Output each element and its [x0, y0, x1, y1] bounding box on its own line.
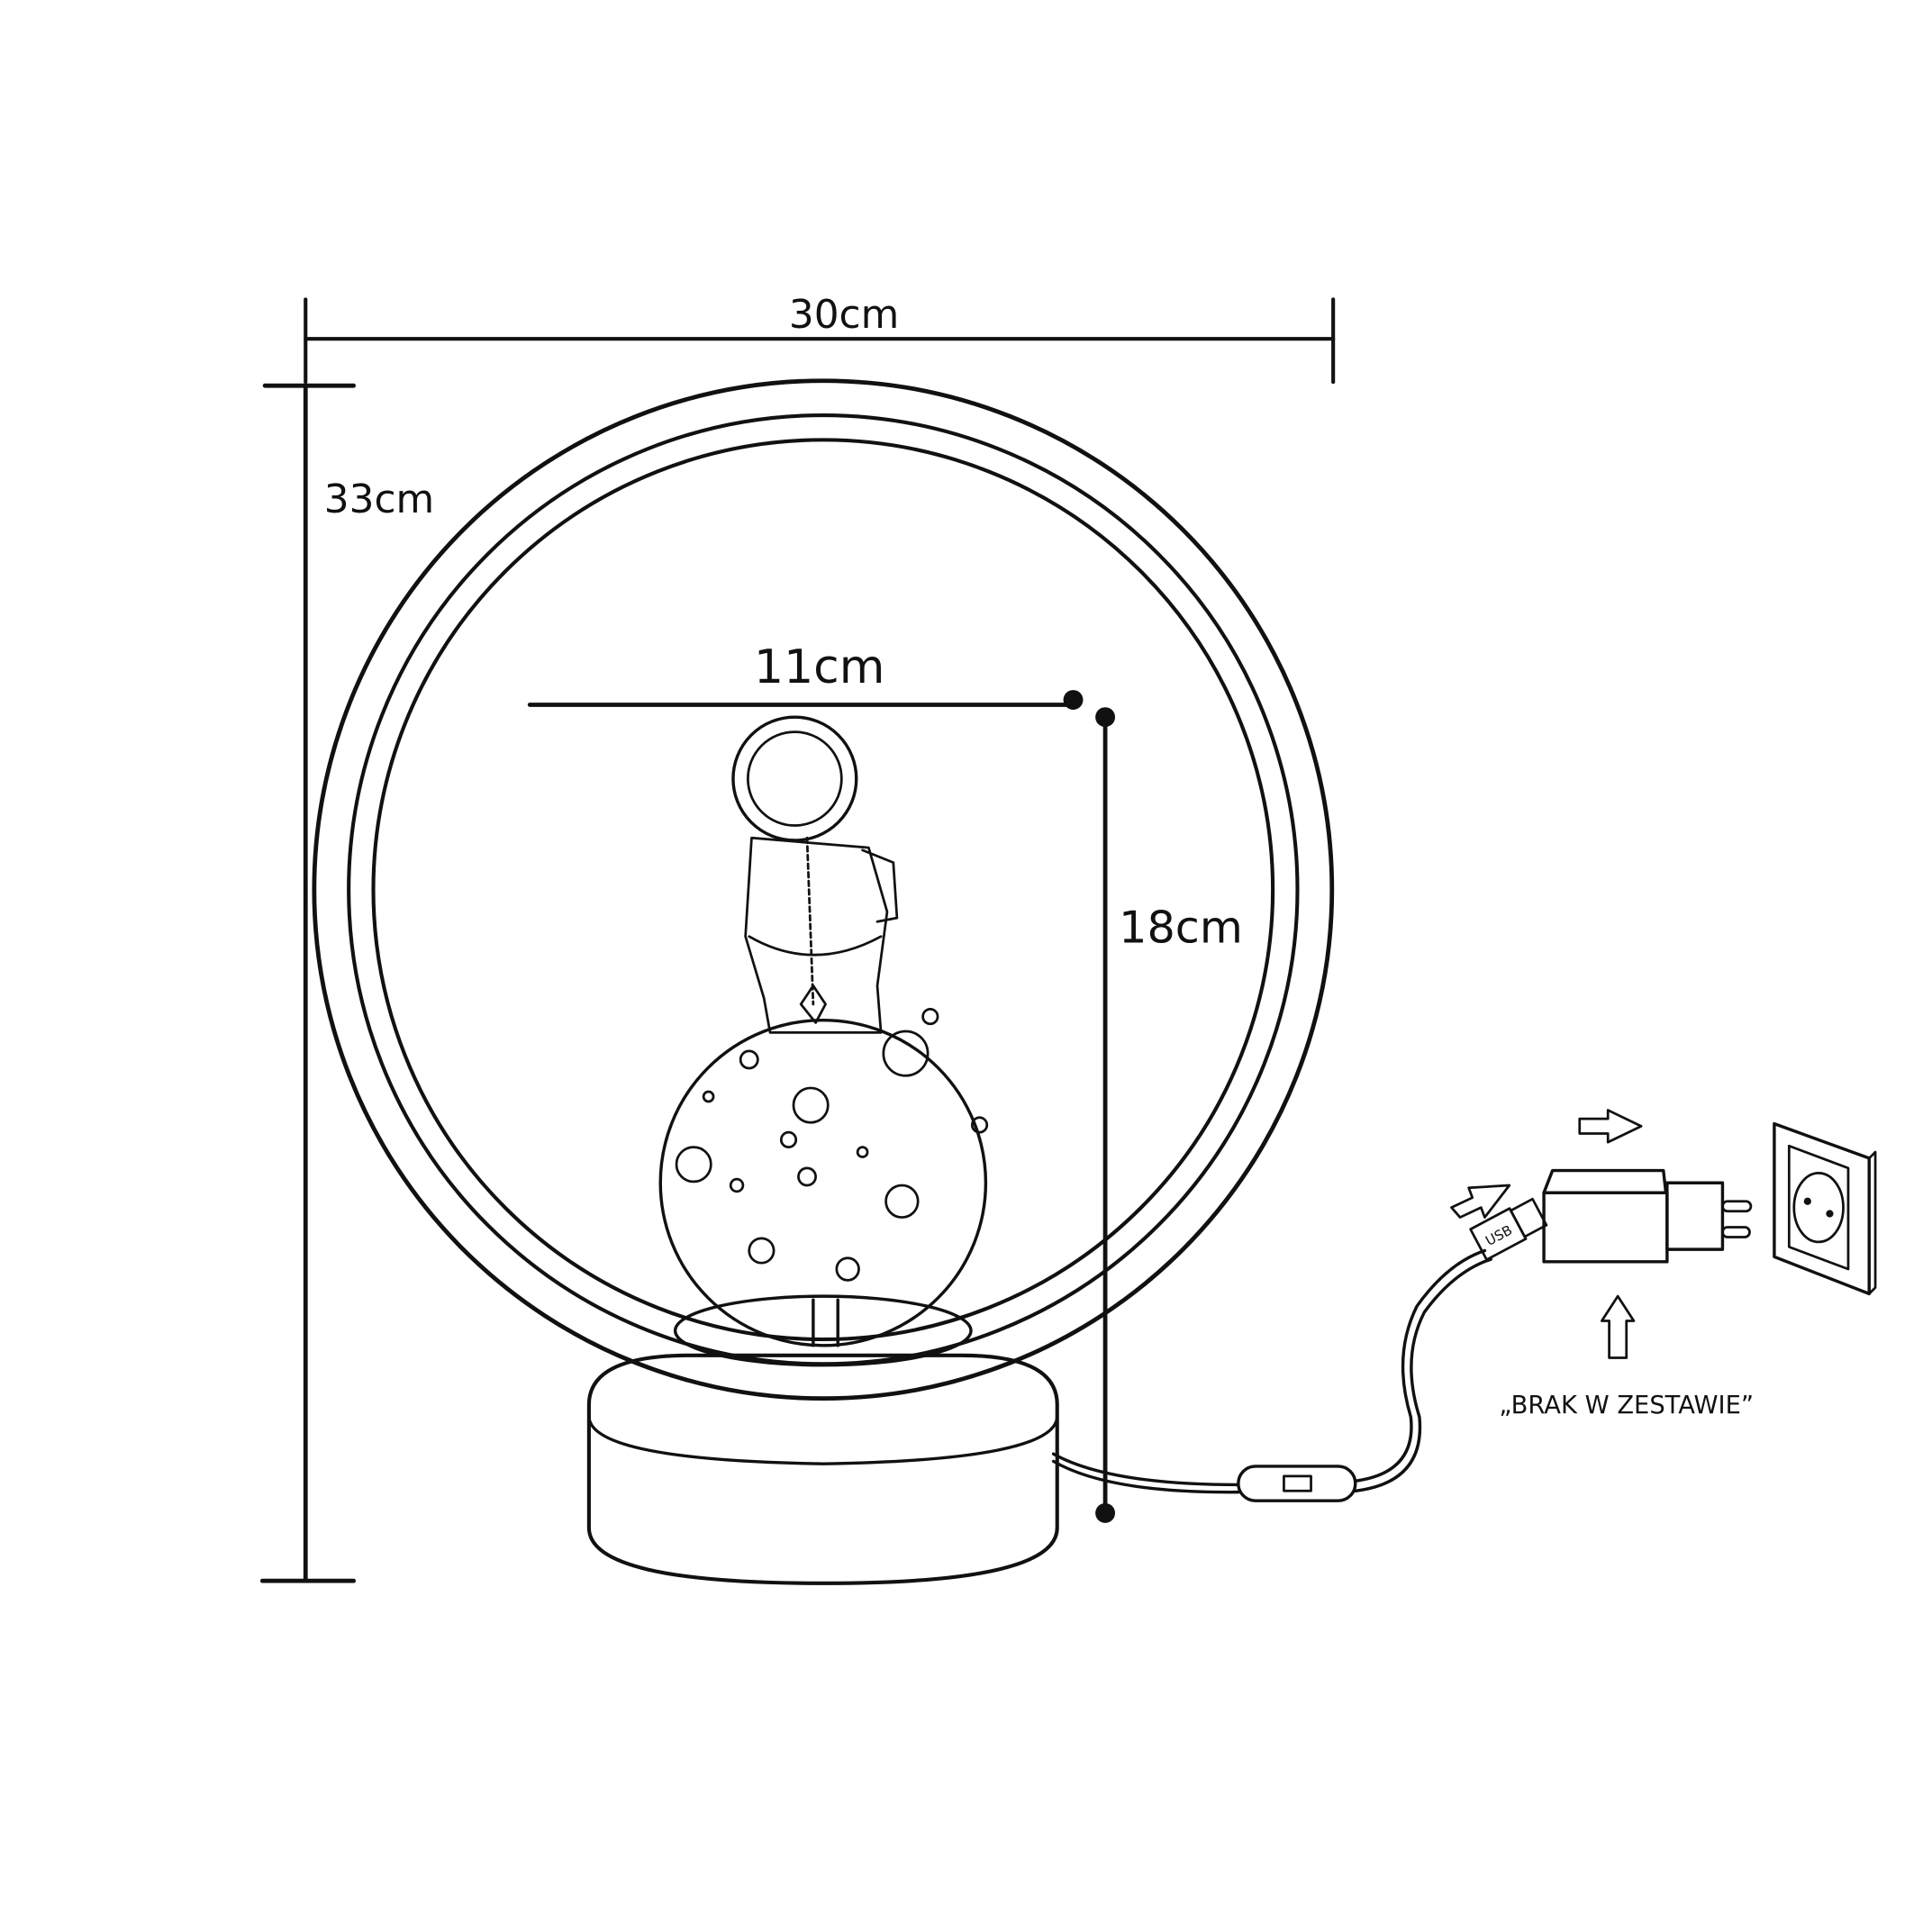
arrow-right-icon [1578, 1109, 1643, 1144]
figure-height-dimension: 18cm [1095, 707, 1243, 1523]
figure-width-label: 11cm [754, 640, 884, 694]
width-label: 30cm [789, 292, 899, 338]
wall-socket [1773, 1121, 1877, 1296]
arrow-diagonal-icon [1450, 1184, 1511, 1219]
power-adapter [1542, 1168, 1753, 1264]
arrow-up-icon [1601, 1294, 1636, 1359]
moon-figure [658, 1008, 989, 1347]
cable-switch [1237, 1465, 1357, 1502]
lamp-ring [312, 378, 1335, 1401]
not-included-note: „BRAK W ZESTAWIE” [1499, 1392, 1754, 1420]
height-dimension: 33cm [259, 383, 434, 1583]
figure-width-dimension: 11cm [527, 640, 1084, 710]
astronaut-figure [731, 715, 899, 1034]
height-label: 33cm [324, 476, 434, 522]
usb-plug: USB [1469, 1197, 1548, 1261]
width-dimension: 30cm [304, 292, 1336, 385]
power-cable [1051, 1248, 1492, 1502]
figure-height-label: 18cm [1119, 902, 1243, 954]
usb-label: USB [1483, 1222, 1515, 1249]
